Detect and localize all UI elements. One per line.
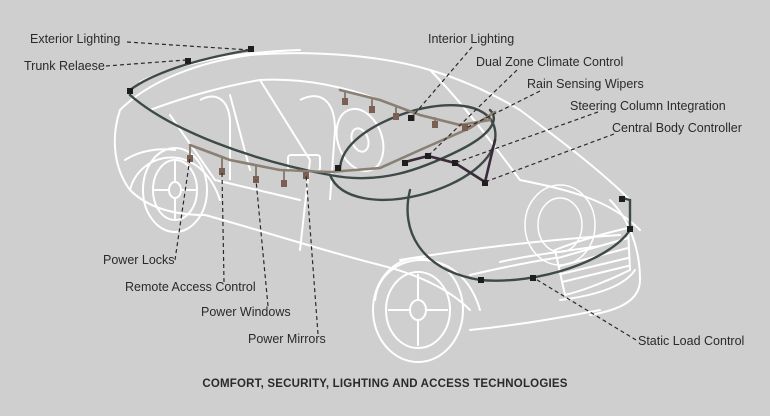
leader-remote-access [221, 171, 225, 283]
wiring-nodes [127, 46, 633, 283]
module [187, 155, 193, 162]
module [281, 180, 287, 187]
label-remote-access-control: Remote Access Control [125, 280, 256, 294]
harness-modules [187, 98, 468, 187]
node [185, 58, 191, 64]
diagram-caption: COMFORT, SECURITY, LIGHTING AND ACCESS T… [202, 378, 568, 390]
leader-interior-lighting [411, 46, 473, 118]
leader-lines [105, 41, 637, 341]
leader-power-mirrors [305, 173, 319, 335]
leader-static-load [533, 277, 637, 341]
label-static-load-control: Static Load Control [638, 334, 745, 348]
node [619, 196, 625, 202]
leader-trunk-release [105, 59, 187, 67]
seats [199, 95, 337, 201]
label-interior-lighting: Interior Lighting [428, 32, 515, 46]
node [248, 46, 254, 52]
leader-exterior-lighting [126, 41, 251, 51]
far-front-wheel [524, 184, 596, 266]
label-steering-column: Steering Column Integration [570, 99, 726, 113]
leader-central-body [484, 133, 615, 183]
label-dual-zone-climate: Dual Zone Climate Control [476, 55, 624, 69]
module [303, 172, 309, 179]
label-exterior-lighting: Exterior Lighting [30, 32, 121, 46]
module [432, 121, 438, 128]
label-trunk-release: Trunk Relaese [24, 59, 105, 73]
car-outline [113, 49, 641, 331]
node [482, 180, 488, 186]
node [335, 165, 341, 171]
module [462, 124, 468, 131]
node [478, 277, 484, 283]
node [408, 115, 414, 121]
leader-power-locks [174, 157, 191, 261]
label-power-windows: Power Windows [201, 305, 291, 319]
node [402, 160, 408, 166]
label-central-body-controller: Central Body Controller [612, 121, 742, 135]
node [425, 153, 431, 159]
module [219, 168, 225, 175]
leader-steering [454, 111, 599, 164]
label-rain-sensing-wipers: Rain Sensing Wipers [527, 77, 644, 91]
node [627, 226, 633, 232]
node [452, 160, 458, 166]
label-power-mirrors: Power Mirrors [248, 332, 326, 346]
module [342, 98, 348, 105]
label-power-locks: Power Locks [103, 253, 175, 267]
rear-wheel [142, 147, 208, 233]
module [393, 113, 399, 120]
node [530, 275, 536, 281]
module [369, 106, 375, 113]
node [127, 88, 133, 94]
leader-power-windows [255, 179, 269, 307]
front-wheel [372, 257, 464, 363]
module [253, 176, 259, 183]
